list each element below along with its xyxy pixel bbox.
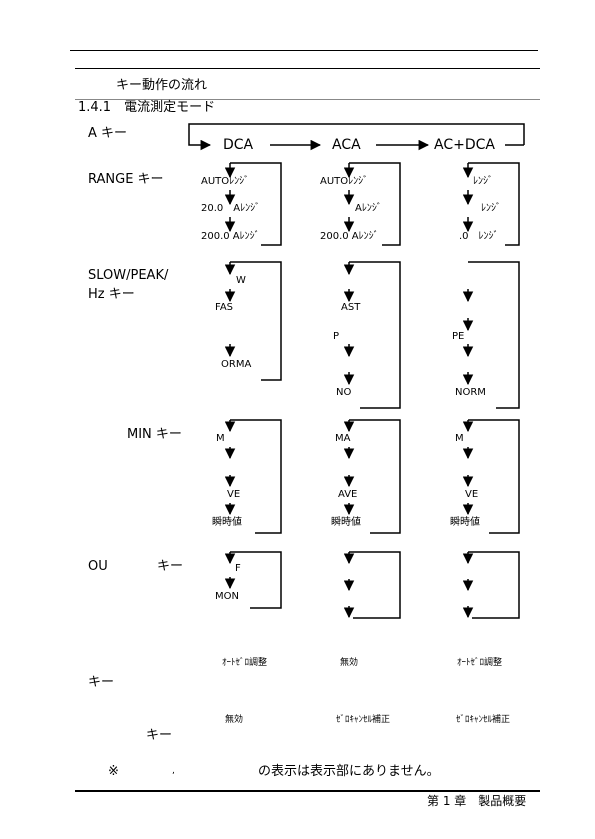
note-comma: , <box>172 766 175 776</box>
slow-aca-0: AST <box>341 302 361 313</box>
subsection-title: 1.4.1 電流測定モード <box>78 100 216 115</box>
range-bracket-acdca <box>468 162 520 246</box>
mode-loop-line <box>188 123 525 151</box>
slow-dca-2: ORMA <box>221 359 252 370</box>
ou-dca-1: MON <box>215 591 239 602</box>
footer-rule <box>75 790 540 792</box>
mode-dca: DCA <box>223 137 254 153</box>
range-aca-1: Aﾚﾝｼﾞ <box>355 203 382 214</box>
bottom-key-label-1: キー <box>88 675 115 690</box>
ou-dca-0: F <box>235 563 241 574</box>
note-mark: ※ <box>108 764 119 779</box>
slow-bracket-dca <box>230 261 282 381</box>
note-text: の表示は表示部にありません。 <box>258 764 440 779</box>
section-rule <box>75 68 540 69</box>
row6-aca: ｾﾞﾛｷｬﾝｾﾙ補正 <box>336 715 391 725</box>
slow-key-label-2: Hz キー <box>88 287 135 302</box>
row6-acdca: ｾﾞﾛｷｬﾝｾﾙ補正 <box>456 715 511 725</box>
slow-aca-2: NO <box>336 387 352 398</box>
ou-bracket-aca <box>349 551 401 619</box>
row6-dca: 無効 <box>225 715 244 725</box>
slow-dca-1: FAS <box>215 302 234 313</box>
range-dca-1: 20.0 Aﾚﾝｼﾞ <box>201 203 261 214</box>
min-dca-0: M <box>216 433 225 444</box>
range-key-label: RANGE キー <box>88 172 164 187</box>
min-bracket-aca <box>349 419 401 534</box>
section-underline <box>75 99 540 100</box>
ou-key-label-1: OU <box>88 559 108 574</box>
row5-acdca: ｵｰﾄｾﾞﾛ調整 <box>457 658 503 668</box>
slow-aca-1: P <box>333 331 340 342</box>
slow-bracket-acdca <box>468 261 520 409</box>
range-dca-0: AUTOﾚﾝｼﾞ <box>201 176 250 187</box>
slow-acdca-0: PE <box>452 331 465 342</box>
min-bracket-dca <box>230 419 282 534</box>
slow-dca-0: W <box>236 275 246 286</box>
range-bracket-dca <box>230 162 282 246</box>
range-dca-2: 200.0 Aﾚﾝｼﾞ <box>201 231 260 242</box>
footer-chapter: 第 1 章 製品概要 <box>427 794 527 808</box>
mode-acdca: AC+DCA <box>434 137 495 153</box>
a-key-label: A キー <box>88 126 128 141</box>
min-bracket-acdca <box>468 419 520 534</box>
ou-key-label-2: キー <box>157 559 184 574</box>
min-aca-2: 瞬時値 <box>331 517 361 528</box>
slow-bracket-aca <box>349 261 401 409</box>
slow-key-label-1: SLOW/PEAK/ <box>88 268 169 283</box>
row5-dca: ｵｰﾄｾﾞﾛ調整 <box>222 658 268 668</box>
min-aca-0: MA <box>335 433 351 444</box>
min-aca-1: AVE <box>338 489 358 500</box>
range-bracket-aca <box>349 162 401 246</box>
mode-aca: ACA <box>332 137 361 153</box>
range-aca-2: 200.0 Aﾚﾝｼﾞ <box>320 231 379 242</box>
min-dca-1: VE <box>227 489 241 500</box>
section-title: キー動作の流れ <box>116 78 208 93</box>
min-acdca-2: 瞬時値 <box>450 517 480 528</box>
range-acdca-2: .0 ﾚﾝｼﾞ <box>459 231 499 242</box>
min-key-label: MIN キー <box>127 427 182 442</box>
range-acdca-1: ﾚﾝｼﾞ <box>481 203 501 214</box>
min-acdca-0: M <box>455 433 464 444</box>
range-acdca-0: ﾚﾝｼﾞ <box>473 176 493 187</box>
min-acdca-1: VE <box>465 489 479 500</box>
row5-aca: 無効 <box>340 658 359 668</box>
top-rule <box>70 50 538 51</box>
min-dca-2: 瞬時値 <box>212 517 242 528</box>
bottom-key-label-2: キー <box>146 728 173 743</box>
ou-bracket-acdca <box>468 551 520 619</box>
slow-acdca-1: NORM <box>455 387 486 398</box>
ou-bracket-dca <box>230 551 282 609</box>
range-aca-0: AUTOﾚﾝｼﾞ <box>320 176 369 187</box>
